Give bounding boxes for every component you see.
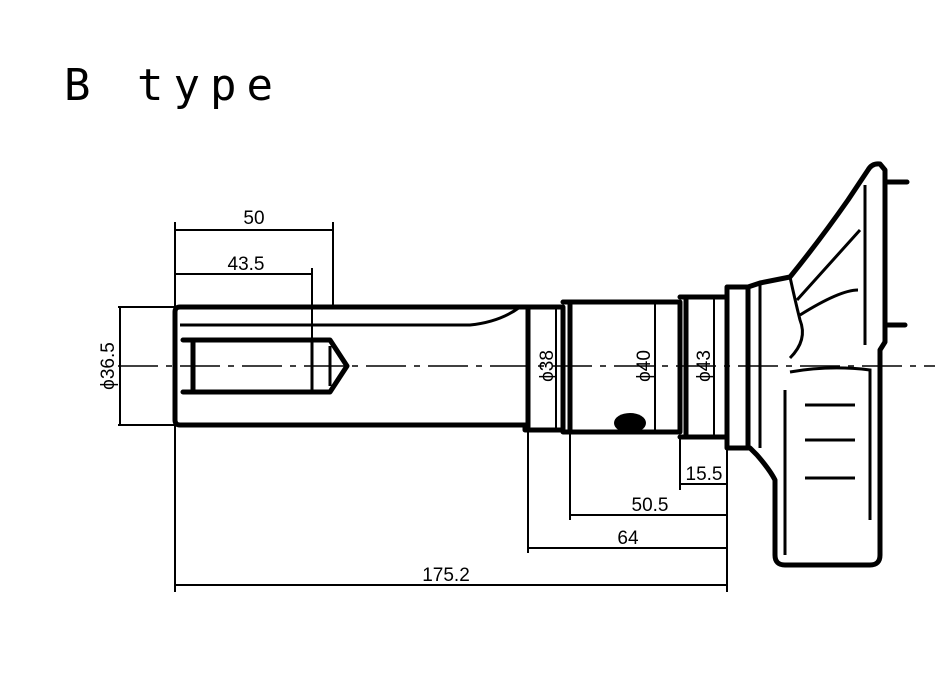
drawing-title: B type [64, 60, 283, 111]
dim-label-50-5: 50.5 [632, 495, 669, 516]
threaded-bore [180, 337, 350, 395]
dim-label-total: 175.2 [422, 565, 470, 586]
dim-label-15-5: 15.5 [686, 464, 723, 485]
dim-label-dia-40: ϕ40 [634, 350, 655, 382]
shaft-section-36-5 [172, 304, 528, 428]
keyway-hole [614, 413, 646, 433]
dim-label-dia-36-5: ϕ36.5 [98, 342, 119, 390]
dim-label-dia-38: ϕ38 [537, 350, 558, 382]
flange-hub [724, 161, 888, 568]
web-ribs [795, 228, 862, 317]
web-lower-contour [789, 366, 872, 520]
dim-label-50: 50 [243, 208, 264, 229]
web-curve-upper [788, 276, 804, 360]
dim-label-dia-43: ϕ43 [694, 350, 715, 382]
shaft-taper-line [180, 305, 521, 327]
dim-label-64: 64 [617, 528, 639, 549]
dim-label-43-5: 43.5 [228, 254, 265, 275]
shaft-section-40 [560, 299, 683, 435]
